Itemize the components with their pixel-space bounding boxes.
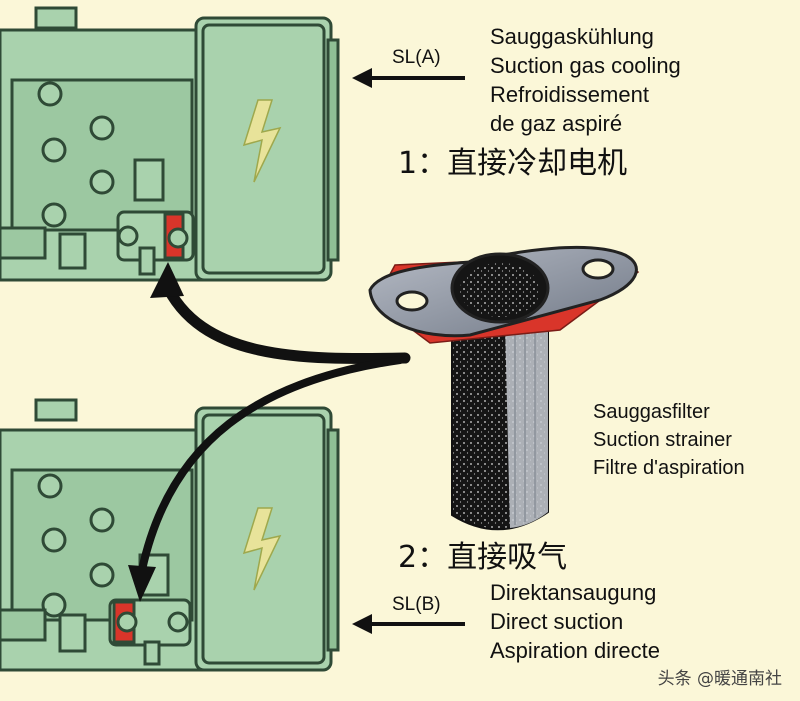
- sl-a-label: SL(A): [392, 47, 441, 68]
- filter-label-block: Sauggasfilter Suction strainer Filtre d'…: [593, 398, 745, 482]
- bottom-label-block: Direktansaugung Direct suction Aspiratio…: [490, 578, 660, 665]
- top-compressor: [0, 6, 340, 282]
- sl-a-arrow-head: [352, 68, 372, 88]
- top-label-line: Sauggaskühlung: [490, 24, 654, 49]
- bottom-label-line: Direktansaugung: [490, 580, 657, 605]
- bottom-label-line: Aspiration directe: [490, 638, 660, 663]
- curved-arrow-to-bottom: [138, 356, 404, 574]
- strainer-flange: [368, 245, 640, 344]
- curved-arrow-to-top-head: [150, 262, 184, 298]
- suction-strainer: [451, 319, 549, 531]
- filter-label-line: Sauggasfilter: [593, 401, 710, 423]
- top-label-line: de gaz aspiré: [490, 111, 623, 136]
- top-label-block: Sauggaskühlung Suction gas cooling Refro…: [490, 22, 681, 138]
- bottom-lightning-icon: [242, 507, 282, 591]
- watermark: 头条 @暖通南社: [657, 669, 782, 689]
- bottom-compressor: [0, 398, 340, 672]
- top-label-line: Refroidissement: [490, 82, 649, 107]
- filter-label-line: Filtre d'aspiration: [593, 457, 745, 479]
- sl-b-arrow-head: [352, 614, 372, 634]
- curved-arrow-to-bottom-head: [128, 565, 156, 602]
- top-cn-title: 1：直接冷却电机: [398, 146, 628, 181]
- sl-b-label: SL(B): [392, 594, 441, 615]
- curved-arrow-to-top: [159, 276, 411, 364]
- bottom-label-line: Direct suction: [490, 609, 624, 634]
- top-label-line: Suction gas cooling: [490, 53, 681, 78]
- top-lightning-icon: [242, 99, 282, 183]
- bottom-cn-title: 2：直接吸气: [398, 540, 568, 575]
- filter-label-line: Suction strainer: [593, 429, 732, 451]
